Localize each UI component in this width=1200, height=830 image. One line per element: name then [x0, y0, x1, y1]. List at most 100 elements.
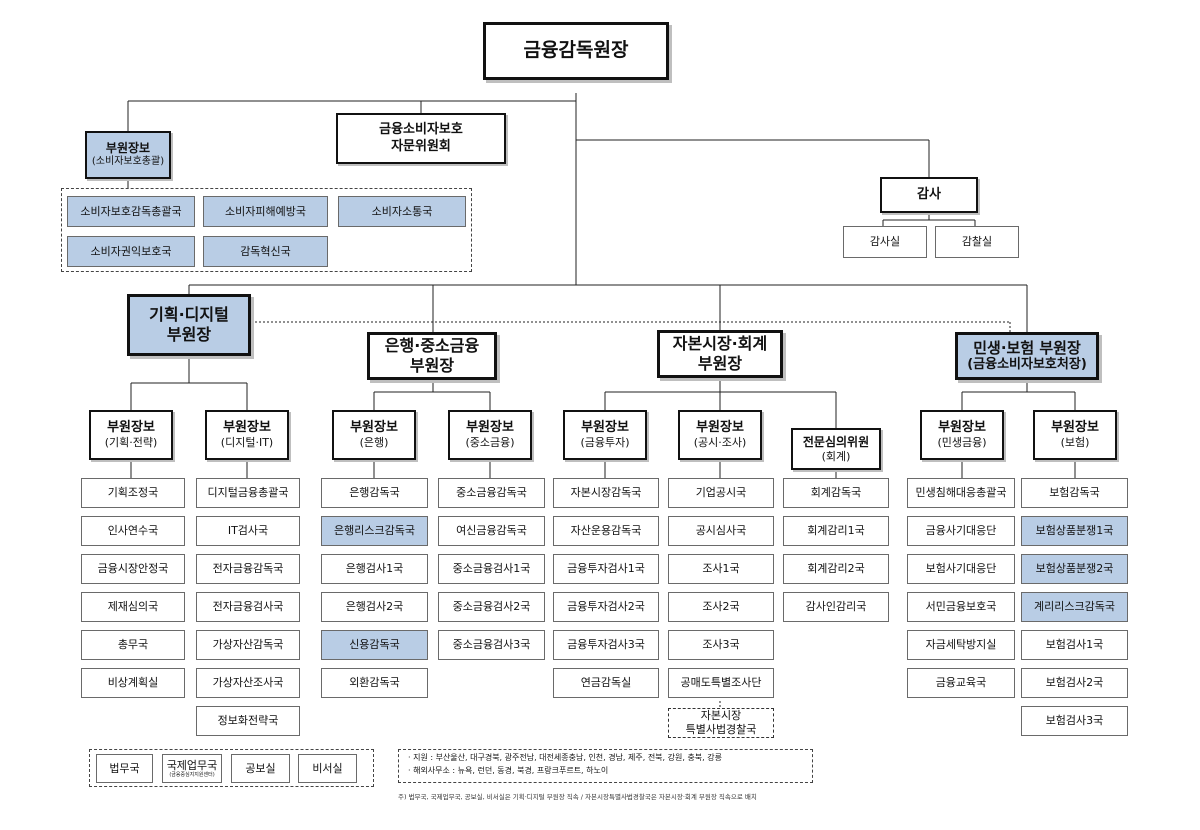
department-box: 금융투자검사1국 [553, 554, 659, 584]
department-label: 중소금융검사3국 [452, 638, 531, 652]
consumer-dept: 소비자보호감독총괄국 [67, 196, 195, 227]
department-label: 감사인감리국 [805, 600, 867, 614]
department-label: 여신금융감독국 [456, 524, 527, 538]
department-box: 회계감독국 [783, 478, 889, 508]
department-box: 보험감독국 [1021, 478, 1128, 508]
department-box: 인사연수국 [81, 516, 185, 546]
department-box: 정보화전략국 [196, 706, 300, 736]
department-label: 은행리스크감독국 [334, 524, 415, 538]
department-box: 은행검사1국 [321, 554, 428, 584]
regional-notes-box [398, 749, 813, 783]
department-label: 가상자산조사국 [212, 676, 284, 690]
department-label: 민생침해대응총괄국 [915, 486, 1007, 500]
department-label: 제재심의국 [107, 600, 159, 614]
department-box: 여신금융감독국 [438, 516, 545, 546]
department-label: 계리리스크감독국 [1034, 600, 1115, 614]
department-label: 회계감리2국 [807, 562, 865, 576]
department-label: 보험검사1국 [1045, 638, 1104, 652]
department-label: 회계감리1국 [807, 524, 865, 538]
department-label: 금융사기대응단 [925, 524, 997, 538]
department-box: 기획조정국 [81, 478, 185, 508]
branch-offices-note: · 지원 : 부산울산, 대구경북, 광주전남, 대전세종충남, 인천, 경남,… [408, 753, 722, 762]
department-label: 보험검사3국 [1045, 714, 1104, 728]
department-box: 감사인감리국 [783, 592, 889, 622]
deputy-planning-strategy: 부원장보(기획·전략) [89, 410, 173, 460]
consumer-dept-group [61, 188, 472, 272]
secretary-office: 비서실 [298, 754, 357, 783]
deputy-title: 부원장보 [105, 141, 151, 156]
department-box: 은행리스크감독국 [321, 516, 428, 546]
department-box: 외환감독국 [321, 668, 428, 698]
department-box: 신용감독국 [321, 630, 428, 660]
department-box: 조사2국 [668, 592, 774, 622]
department-label: 조사2국 [702, 600, 740, 614]
auditor-box: 감사 [880, 177, 978, 213]
consumer-dept: 소비자피해예방국 [203, 196, 328, 227]
overseas-offices-note: · 해외사무소 : 뉴욕, 런던, 동경, 북경, 프랑크푸르트, 하노이 [408, 765, 609, 775]
department-label: 기획조정국 [107, 486, 159, 500]
department-box: 보험상품분쟁2국 [1021, 554, 1128, 584]
department-label: 인사연수국 [107, 524, 159, 538]
auditor-title: 감사 [917, 186, 941, 202]
department-box: 금융투자검사2국 [553, 592, 659, 622]
department-label: 금융투자검사2국 [567, 600, 645, 614]
department-label: IT검사국 [227, 524, 269, 538]
department-label: 금융투자검사3국 [567, 638, 645, 652]
department-box: 가상자산조사국 [196, 668, 300, 698]
committee-line2: 자문위원회 [391, 138, 451, 154]
deputy-financial-investment: 부원장보(금융투자) [563, 410, 647, 460]
expert-committee-accounting: 전문심의위원(회계) [791, 428, 881, 470]
department-box: 자금세탁방지실 [907, 630, 1015, 660]
audit-office: 감사실 [843, 226, 927, 258]
department-label: 보험사기대응단 [925, 562, 997, 576]
department-box: 중소금융감독국 [438, 478, 545, 508]
department-box: 조사3국 [668, 630, 774, 660]
department-label: 외환감독국 [349, 676, 400, 690]
department-box: IT검사국 [196, 516, 300, 546]
deputy-disclosure-investigation: 부원장보(공시·조사) [678, 410, 762, 460]
department-box: 연금감독실 [553, 668, 659, 698]
department-box: 금융교육국 [907, 668, 1015, 698]
vp-bank-sme: 은행·중소금융 부원장 [367, 332, 497, 380]
department-label: 중소금융검사2국 [452, 600, 531, 614]
department-label: 금융교육국 [935, 676, 987, 690]
department-label: 비상계획실 [107, 676, 159, 690]
department-box: 기업공시국 [668, 478, 774, 508]
deputy-subtitle: (소비자보호총괄) [91, 156, 165, 168]
department-label: 디지털금융총괄국 [207, 486, 289, 500]
department-box: 은행감독국 [321, 478, 428, 508]
department-box: 금융투자검사3국 [553, 630, 659, 660]
department-label: 연금감독실 [580, 676, 632, 690]
vp-livelihood-insurance: 민생·보험 부원장 (금융소비자보호처장) [955, 332, 1099, 380]
department-box: 비상계획실 [81, 668, 185, 698]
department-box: 공시심사국 [668, 516, 774, 546]
department-label: 신용감독국 [349, 638, 400, 652]
department-label: 자본시장감독국 [570, 486, 642, 500]
notes-text: · 지원 : 부산울산, 대구경북, 광주전남, 대전세종충남, 인천, 경남,… [408, 752, 722, 778]
department-box: 중소금융검사1국 [438, 554, 545, 584]
vp-capital-accounting: 자본시장·회계 부원장 [657, 330, 783, 378]
department-box: 서민금융보호국 [907, 592, 1015, 622]
department-label: 기업공시국 [695, 486, 747, 500]
department-box: 보험사기대응단 [907, 554, 1015, 584]
department-label: 총무국 [117, 638, 149, 652]
department-label: 은행검사1국 [345, 562, 404, 576]
consumer-dept: 소비자소통국 [338, 196, 466, 227]
department-label: 자산운용감독국 [570, 524, 642, 538]
department-label: 정보화전략국 [217, 714, 279, 728]
department-label: 공시심사국 [695, 524, 747, 538]
department-label: 중소금융감독국 [456, 486, 527, 500]
department-label: 은행감독국 [349, 486, 400, 500]
vp-planning-digital: 기획·디지털 부원장 [127, 294, 251, 356]
department-box: 자본시장감독국 [553, 478, 659, 508]
consumer-dept: 소비자권익보호국 [67, 236, 195, 267]
department-box: 금융시장안정국 [81, 554, 185, 584]
department-label: 회계감독국 [810, 486, 862, 500]
footnote: 주) 법무국, 국제업무국, 공보실, 비서실은 기획·디지털 부원장 직속 /… [398, 793, 757, 801]
press-office: 공보실 [231, 754, 290, 783]
department-box: 보험검사3국 [1021, 706, 1128, 736]
department-label: 조사3국 [702, 638, 740, 652]
department-box: 전자금융검사국 [196, 592, 300, 622]
department-label: 금융투자검사1국 [567, 562, 645, 576]
governor-title: 금융감독원장 [523, 39, 629, 62]
